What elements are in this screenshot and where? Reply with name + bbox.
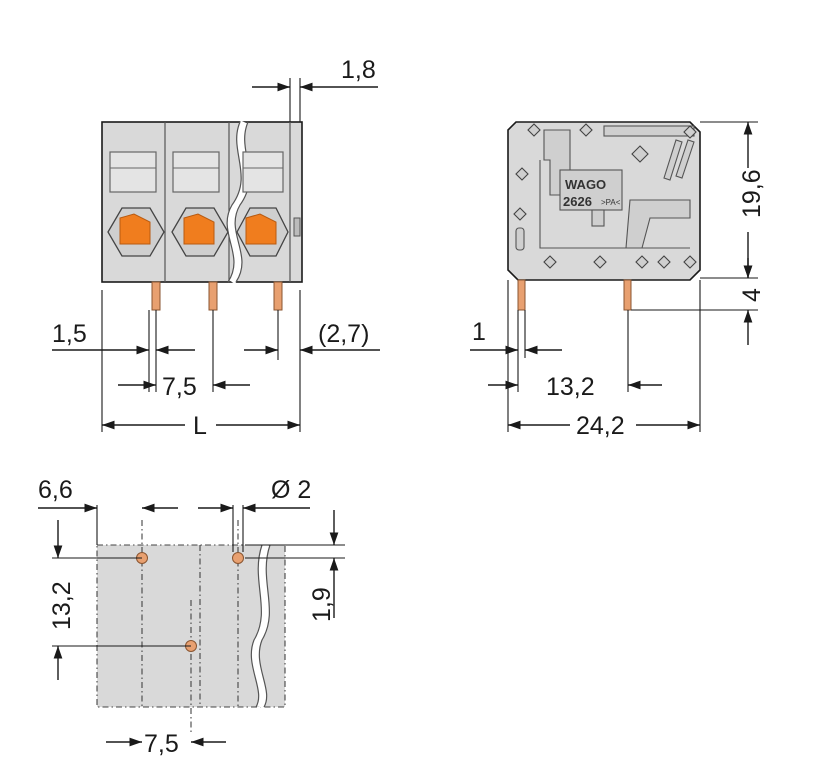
front-pins xyxy=(151,281,283,311)
front-break-line xyxy=(226,121,242,283)
dim-label-right-offset: (2,7) xyxy=(318,320,369,348)
dim-label-pin-spacing: 13,2 xyxy=(546,373,595,401)
dim-label-hole-spacing-y: 13,2 xyxy=(48,581,76,630)
footprint-outline xyxy=(97,545,285,707)
front-housing xyxy=(101,121,303,283)
material-text: >PA< xyxy=(601,198,621,207)
part-text: 2626 xyxy=(563,194,592,209)
logo-text: WAGO xyxy=(565,177,606,192)
lever-orange xyxy=(119,213,151,245)
dim-label-footprint-pitch: 7,5 xyxy=(144,730,179,758)
footprint-break-line xyxy=(250,544,263,708)
side-view: WAGO 2626 >PA< xyxy=(470,121,766,440)
footprint-view: 6,6 Ø 2 13,2 1,9 7,5 xyxy=(38,476,345,758)
dim-label-pin-offset: 1 xyxy=(472,318,486,346)
footprint-break-line xyxy=(251,543,270,710)
dim-label-hole-diameter: Ø 2 xyxy=(271,476,311,504)
lever-orange xyxy=(183,213,215,245)
front-levers xyxy=(107,207,289,257)
footprint-hole xyxy=(232,552,244,564)
dim-label-length: L xyxy=(193,412,207,440)
front-view: 1,8 1,5 (2,7) 7,5 L xyxy=(52,56,380,440)
dim-label-height: 19,6 xyxy=(738,169,766,218)
footprint-break-line xyxy=(258,544,271,708)
side-internals: WAGO 2626 >PA< xyxy=(515,125,695,251)
side-diamonds xyxy=(513,123,697,269)
dim-label-left-offset: 1,5 xyxy=(52,320,87,348)
dim-label-hole-offset-y: 1,9 xyxy=(308,587,336,622)
front-break-line xyxy=(227,120,249,284)
dim-label-pitch: 7,5 xyxy=(162,373,197,401)
side-pin xyxy=(623,279,632,311)
side-pin xyxy=(517,279,526,311)
dim-label-total-width: 24,2 xyxy=(576,412,625,440)
dim-label-pin-length: 4 xyxy=(738,288,766,302)
dim-label-hole-offset-x: 6,6 xyxy=(38,476,73,504)
front-end-notch xyxy=(293,217,301,237)
dim-label-pin-width: 1,8 xyxy=(341,56,376,84)
front-break-line xyxy=(234,121,250,283)
lever-orange xyxy=(245,213,277,245)
front-openings xyxy=(109,151,284,193)
